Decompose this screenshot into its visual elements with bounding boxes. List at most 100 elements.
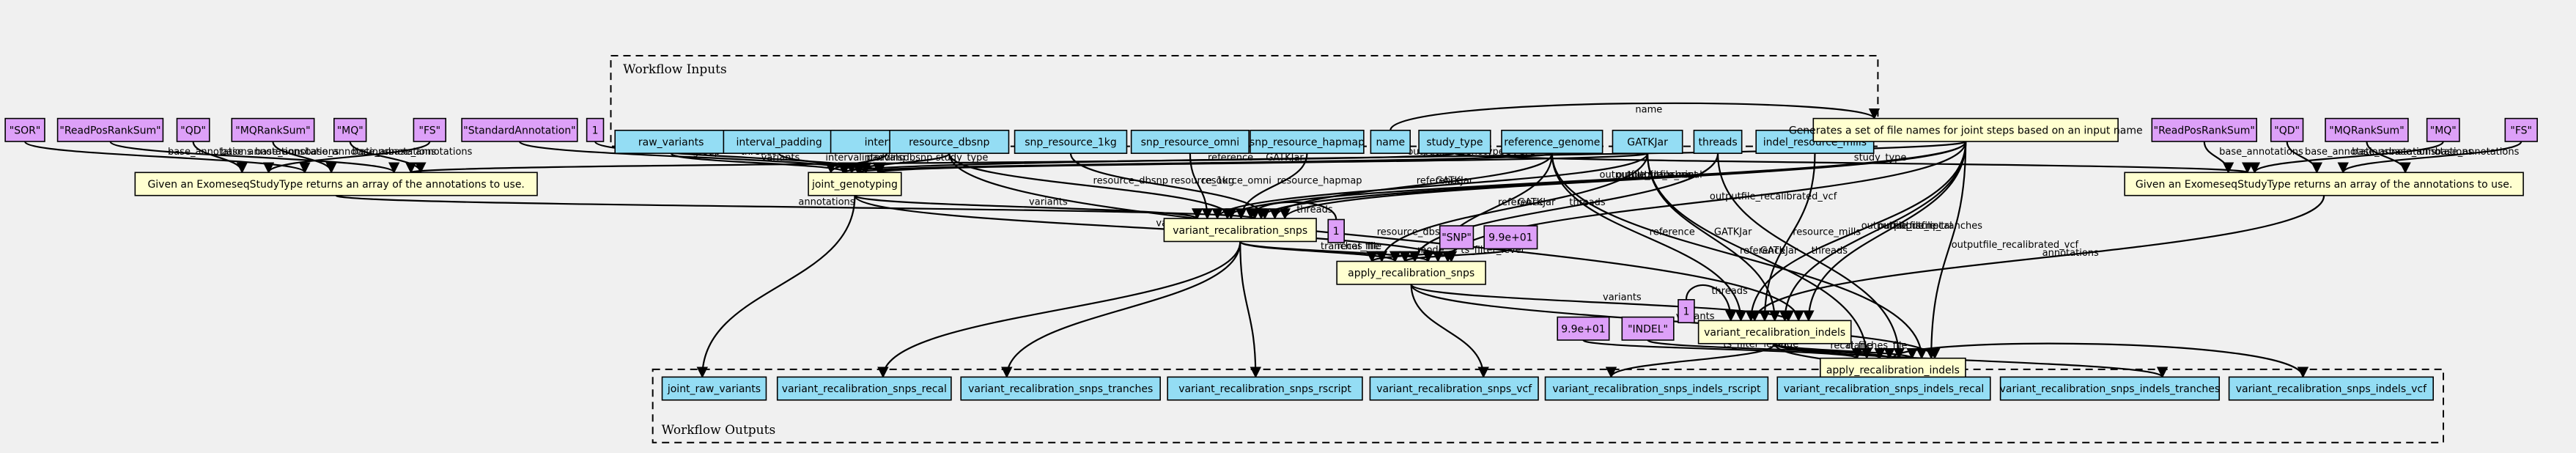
edge-c-qd1-to-exome1	[192, 141, 248, 174]
edge-label: reference	[1498, 197, 1543, 208]
constant-c-one2[interactable]: 1	[1327, 218, 1345, 243]
input-name[interactable]: name	[1370, 129, 1411, 154]
output-o-vrsi-tranches[interactable]: variant_recalibration_snps_indels_tranch…	[2000, 376, 2221, 401]
constant-c-99b[interactable]: 9.9e+01	[1557, 316, 1610, 341]
constant-c-mqrs2[interactable]: "MQRankSum"	[2325, 117, 2409, 142]
output-o-vrs-vcf[interactable]: variant_recalibration_snps_vcf	[1369, 376, 1539, 401]
input-resource-dbsnp[interactable]: resource_dbsnp	[889, 129, 1010, 154]
node-label: Given an ExomeseqStudyType returns an ar…	[2136, 179, 2512, 191]
edge-label: variants	[1029, 196, 1068, 207]
node-label: snp_resource_omni	[1141, 136, 1240, 148]
edge-threads-to-apply-indels	[1716, 153, 1905, 360]
step-gen-names[interactable]: Generates a set of file names for joint …	[1789, 117, 2143, 142]
constant-c-rprs2[interactable]: "ReadPosRankSum"	[2151, 117, 2257, 142]
node-label: variant_recalibration_snps_indels_vcf	[2236, 383, 2427, 395]
node-label: variant_recalibration_snps	[1173, 225, 1307, 237]
constant-c-sor[interactable]: "SOR"	[4, 117, 45, 142]
constant-c-fs2[interactable]: "FS"	[2504, 117, 2538, 142]
constant-c-qd1[interactable]: "QD"	[176, 117, 210, 142]
node-label: "MQ"	[2430, 125, 2457, 136]
input-snp-resource-1kg[interactable]: snp_resource_1kg	[1014, 129, 1128, 154]
step-vr-indels[interactable]: variant_recalibration_indels	[1697, 320, 1852, 345]
input-snp-resource-hapmap[interactable]: snp_resource_hapmap	[1250, 129, 1365, 154]
input-raw-variants[interactable]: raw_variants	[614, 129, 728, 154]
edge-GATKJar-to-vr-snps	[1211, 152, 1649, 220]
edge-c-rprs2-to-exome2	[2203, 141, 2234, 174]
node-label: threads	[1698, 136, 1737, 148]
node-label: name	[1376, 136, 1405, 148]
output-o-vrs-recal[interactable]: variant_recalibration_snps_recal	[776, 376, 952, 401]
edge-c-sor-to-exome1	[23, 140, 311, 174]
constant-c-sa[interactable]: "StandardAnnotation"	[461, 117, 578, 142]
edge-c-fs2-to-exome2	[2337, 141, 2523, 174]
edge-label: resource_dbsnp	[1377, 226, 1453, 237]
edge-vr-indels-to-o-vrsi-rscript	[1605, 343, 1776, 378]
edge-label: outputfile_tranches	[1600, 170, 1692, 181]
step-vr-snps[interactable]: variant_recalibration_snps	[1163, 218, 1317, 243]
edge-resource-dbsnp-to-vr-indels	[948, 153, 1804, 322]
node-label: "FS"	[2510, 125, 2532, 136]
edge-label: study_type	[936, 152, 989, 163]
edge-apply-indels-to-o-vrsi-vcf	[1892, 342, 2309, 378]
edge-apply-snps-to-o-vrs-vcf	[1410, 284, 1489, 378]
constant-c-one3[interactable]: 1	[1678, 299, 1695, 324]
output-o-vrsi-rscript[interactable]: variant_recalibration_snps_indels_rscrip…	[1544, 376, 1769, 401]
constant-c-mq2[interactable]: "MQ"	[2426, 117, 2460, 142]
edge-GATKJar-to-apply-snps	[1376, 153, 1649, 263]
edge-label: resource_dbsnp	[1093, 176, 1169, 187]
edge-label: base_annotations	[2219, 147, 2303, 158]
constant-c-99a[interactable]: 9.9e+01	[1483, 225, 1538, 250]
node-label: 9.9e+01	[1488, 232, 1532, 244]
node-label: reference_genome	[1504, 136, 1600, 148]
output-o-vrs-tranches[interactable]: variant_recalibration_snps_tranches	[960, 376, 1161, 401]
edge-label: reference	[1208, 152, 1253, 163]
edge-label: resource_omni	[1202, 176, 1272, 187]
edge-label: outputfile_recalibrated_vcf	[1710, 191, 1837, 202]
edge-label: GATKJar	[1760, 246, 1798, 257]
input-threads[interactable]: threads	[1693, 129, 1743, 154]
edge-joint-genotyping-to-vr-snps	[854, 194, 1203, 220]
constant-c-mq1[interactable]: "MQ"	[333, 117, 367, 142]
constant-c-mqrs1[interactable]: "MQRankSum"	[231, 117, 315, 142]
output-o-vrs-rscript[interactable]: variant_recalibration_snps_rscript	[1167, 376, 1363, 401]
edge-gen-names-to-vr-indels	[1745, 141, 1967, 322]
edge-c-fs1-to-exome1	[262, 141, 431, 174]
node-label: variant_recalibration_snps_indels_recal	[1784, 383, 1985, 395]
edge-label: variants	[1603, 292, 1642, 303]
edge-label: outputfile_recal	[1878, 221, 1952, 232]
node-label: joint_raw_variants	[667, 383, 761, 395]
input-interval-padding[interactable]: interval_padding	[723, 129, 835, 154]
workflow-outputs-label: Workflow Outputs	[662, 423, 776, 438]
input-snp-resource-omni[interactable]: snp_resource_omni	[1130, 129, 1250, 154]
step-joint-genotyping[interactable]: joint_genotyping	[808, 172, 902, 196]
step-exome2[interactable]: Given an ExomeseqStudyType returns an ar…	[2124, 172, 2524, 196]
edge-GATKJar-to-apply-indels	[1646, 153, 1872, 360]
input-GATKJar[interactable]: GATKJar	[1612, 129, 1683, 154]
node-label: variant_recalibration_snps_indels_tranch…	[2000, 383, 2221, 395]
output-o-vrsi-vcf[interactable]: variant_recalibration_snps_indels_vcf	[2228, 376, 2434, 401]
input-study-type[interactable]: study_type	[1418, 129, 1491, 154]
node-label: "StandardAnnotation"	[463, 125, 575, 136]
constant-c-fs1[interactable]: "FS"	[413, 117, 447, 142]
node-label: variant_recalibration_snps_indels_rscrip…	[1552, 383, 1761, 395]
constant-c-qd2[interactable]: "QD"	[2270, 117, 2304, 142]
edge-gen-names-to-joint-genotyping	[838, 140, 1967, 174]
node-label: apply_recalibration_snps	[1348, 268, 1475, 279]
constant-c-indel[interactable]: "INDEL"	[1621, 316, 1675, 341]
input-reference-genome[interactable]: reference_genome	[1501, 129, 1603, 154]
constant-c-rprs1[interactable]: "ReadPosRankSum"	[56, 117, 164, 142]
step-apply-snps[interactable]: apply_recalibration_snps	[1336, 260, 1486, 285]
edge-c-one3-to-vr-indels	[1685, 284, 1737, 322]
output-o-vrsi-recal[interactable]: variant_recalibration_snps_indels_recal	[1776, 376, 1991, 401]
edge-label: outputfile_rscript	[1617, 170, 1698, 181]
output-o-jrv[interactable]: joint_raw_variants	[661, 376, 767, 401]
edge-c-mq2-to-exome2	[2248, 141, 2444, 174]
node-label: "ReadPosRankSum"	[2154, 125, 2255, 136]
node-label: snp_resource_hapmap	[1250, 136, 1365, 148]
edge-gen-names-to-apply-indels	[1925, 141, 1967, 360]
node-label: variant_recalibration_snps_vcf	[1376, 383, 1532, 395]
constant-c-one1[interactable]: 1	[586, 117, 605, 142]
step-exome1[interactable]: Given an ExomeseqStudyType returns an ar…	[134, 172, 538, 196]
edge-label: GATKJar	[1714, 226, 1752, 237]
constant-c-snp[interactable]: "SNP"	[1439, 225, 1475, 250]
